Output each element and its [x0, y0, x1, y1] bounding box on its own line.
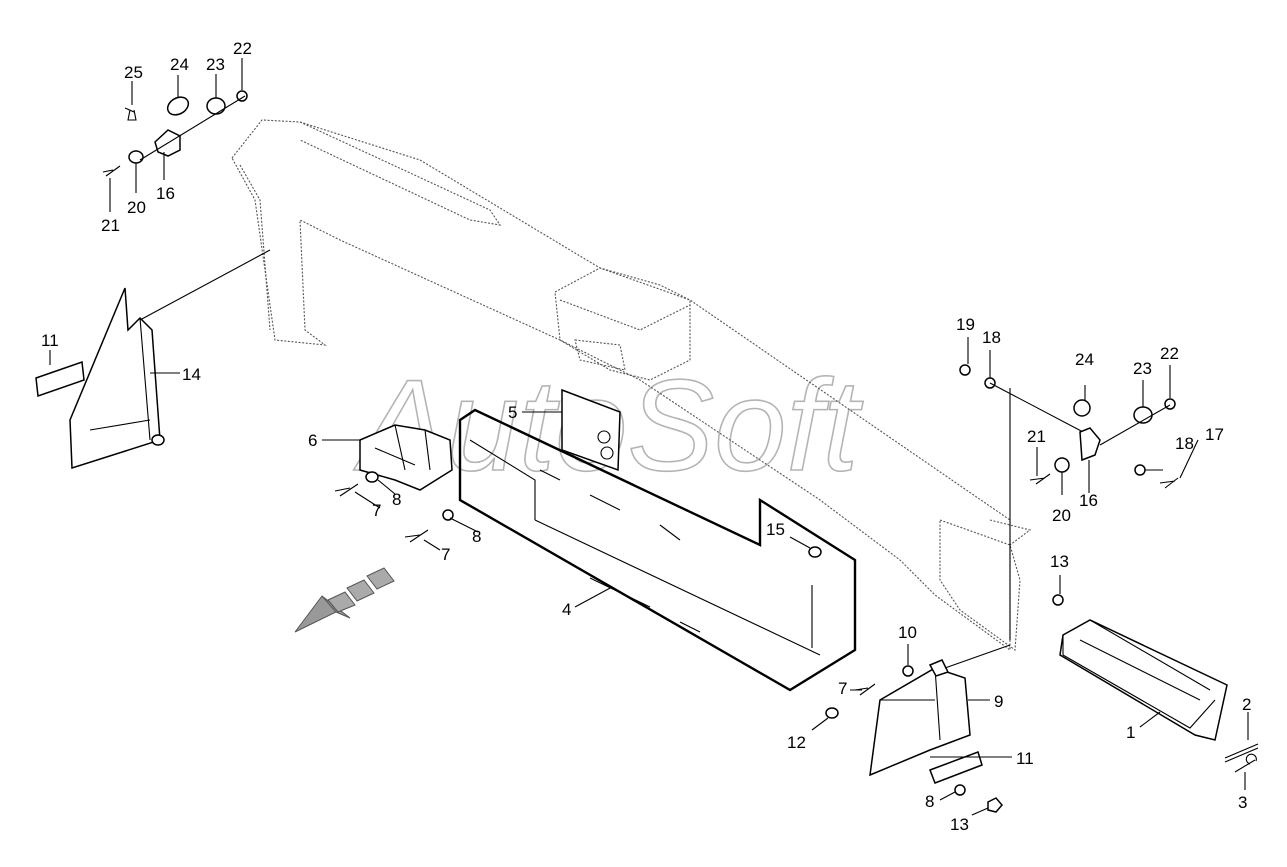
plate-5 — [522, 388, 621, 472]
bracket-6-assembly — [322, 424, 479, 551]
direction-arrow-icon — [294, 567, 395, 633]
callout-12: 12 — [787, 733, 806, 752]
pin-and-clip — [1224, 712, 1259, 790]
callout-7: 7 — [441, 545, 450, 564]
callout-8: 8 — [925, 792, 934, 811]
callout-13: 13 — [1050, 552, 1069, 571]
callout-7: 7 — [838, 679, 847, 698]
callout-22: 22 — [1160, 344, 1179, 363]
left-gusset-assembly — [35, 249, 271, 470]
callout-4: 4 — [562, 600, 571, 619]
callout-5: 5 — [508, 403, 517, 422]
callout-13: 13 — [950, 815, 969, 834]
left-pivot-assembly — [102, 58, 248, 212]
callout-22: 22 — [233, 39, 252, 58]
callout-10: 10 — [898, 623, 917, 642]
right-pivot-assembly — [959, 337, 1199, 640]
callout-9: 9 — [994, 692, 1003, 711]
callout-23: 23 — [1133, 359, 1152, 378]
callout-24: 24 — [1075, 350, 1094, 369]
tray-1 — [1059, 619, 1228, 741]
callout-19: 19 — [956, 315, 975, 334]
callout-25: 25 — [124, 63, 143, 82]
callout-21: 21 — [1027, 427, 1046, 446]
callout-20: 20 — [1052, 506, 1071, 525]
bracket-9-assembly — [811, 575, 1064, 816]
callout-labels: 25 24 23 22 16 20 21 11 14 6 5 8 7 8 7 1… — [41, 39, 1251, 834]
callout-18: 18 — [1175, 434, 1194, 453]
callout-15: 15 — [766, 520, 785, 539]
callout-20: 20 — [127, 198, 146, 217]
callout-11: 11 — [41, 331, 59, 350]
callout-6: 6 — [308, 431, 317, 450]
callout-16: 16 — [1079, 491, 1098, 510]
callout-23: 23 — [206, 55, 225, 74]
callout-1: 1 — [1126, 723, 1135, 742]
callout-11: 11 — [1016, 749, 1034, 768]
callout-24: 24 — [170, 55, 189, 74]
callout-14: 14 — [182, 365, 201, 384]
callout-21: 21 — [101, 216, 120, 235]
shield-4 — [458, 408, 857, 692]
callout-3: 3 — [1238, 793, 1247, 812]
callout-8: 8 — [392, 490, 401, 509]
callout-7: 7 — [372, 501, 381, 520]
frame-outline — [231, 119, 1032, 652]
callout-8: 8 — [472, 527, 481, 546]
callout-18: 18 — [982, 328, 1001, 347]
callout-17: 17 — [1205, 425, 1224, 444]
callout-2: 2 — [1242, 695, 1251, 714]
callout-16: 16 — [156, 184, 175, 203]
